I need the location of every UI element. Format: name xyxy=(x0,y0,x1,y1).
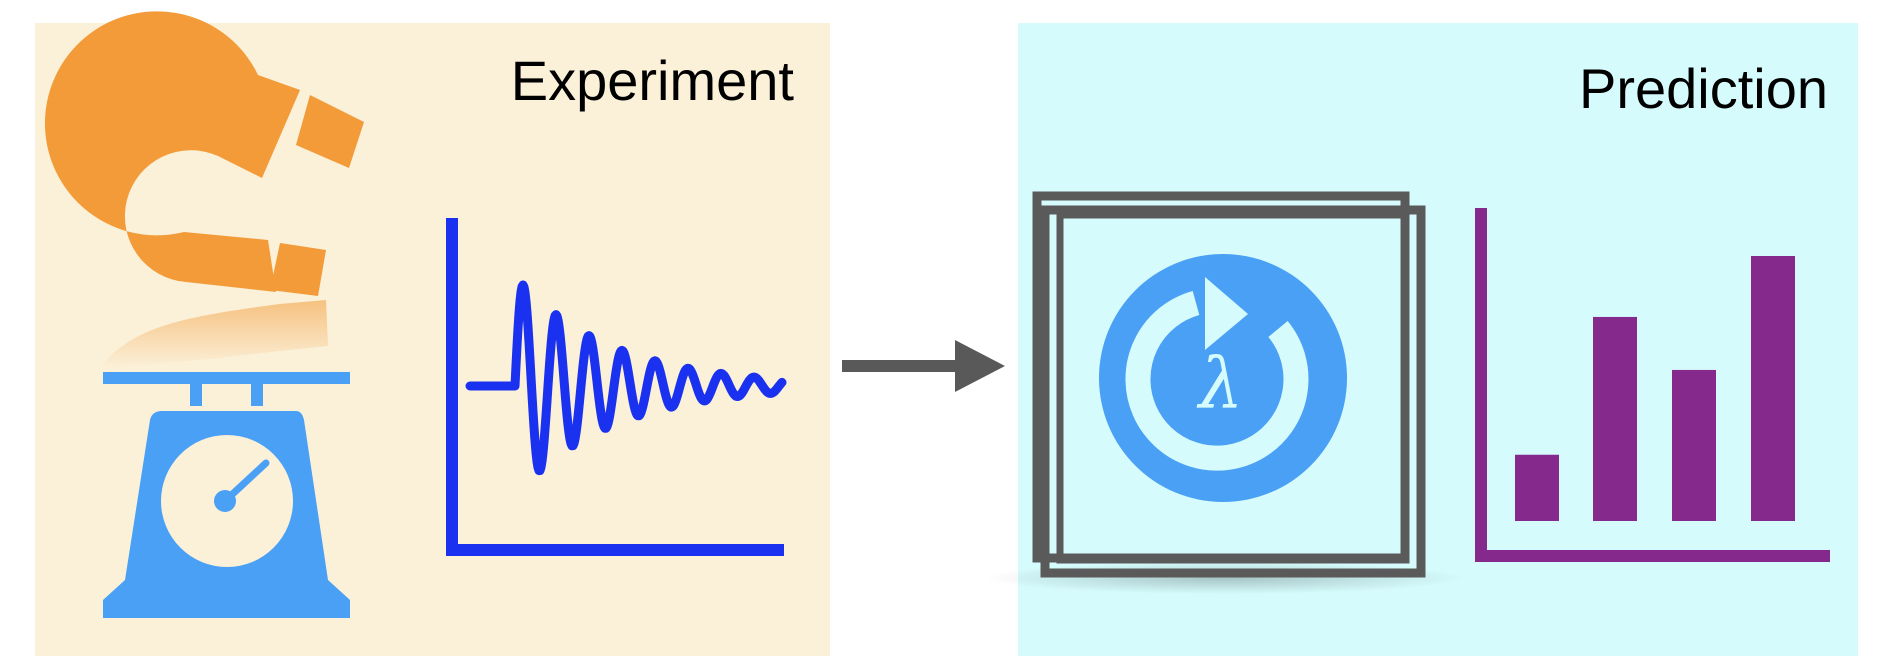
bar-3 xyxy=(1672,369,1716,521)
signal-plot xyxy=(446,218,787,556)
bar-chart xyxy=(1475,208,1830,562)
bar-series xyxy=(1515,256,1795,521)
bar-chart-axes xyxy=(1475,208,1830,562)
magnet-reflection xyxy=(100,300,328,368)
flow-arrow-icon xyxy=(842,340,1005,392)
bar-2 xyxy=(1593,316,1637,521)
experiment-title: Experiment xyxy=(510,49,794,112)
lambda-symbol: λ xyxy=(1196,343,1243,425)
decaying-oscillation-curve xyxy=(465,280,787,476)
model-frame-stack xyxy=(1032,191,1426,578)
prediction-title: Prediction xyxy=(1578,57,1828,120)
magnet-icon xyxy=(44,11,364,296)
frame-shadow xyxy=(985,562,1465,594)
lambda-cycle-icon: λ xyxy=(1099,254,1347,502)
signal-axes xyxy=(446,218,784,556)
bar-4 xyxy=(1751,256,1795,521)
scale-icon xyxy=(103,372,350,618)
bar-1 xyxy=(1515,454,1559,521)
